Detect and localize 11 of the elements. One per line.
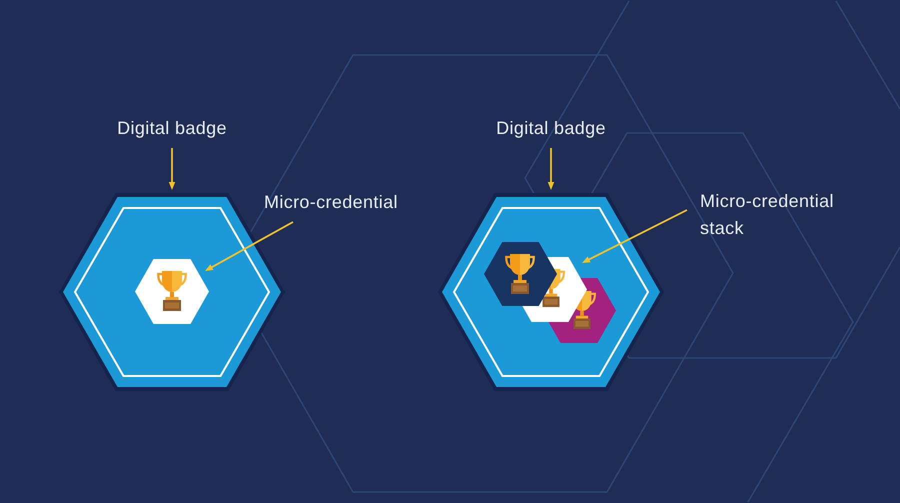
credential-stack-illustration: [484, 242, 616, 343]
badge-caption: Digital badge: [117, 117, 227, 139]
arrow: [205, 221, 294, 271]
arrow: [168, 148, 176, 190]
credential-caption: Micro-credential: [264, 191, 398, 213]
credential-stack-caption: Micro-credential stack: [700, 188, 846, 242]
arrow: [582, 209, 688, 263]
badge-hexagon: [438, 193, 664, 391]
credential-hexagon: [135, 259, 209, 324]
badge-caption: Digital badge: [496, 117, 606, 139]
arrow: [548, 148, 554, 190]
